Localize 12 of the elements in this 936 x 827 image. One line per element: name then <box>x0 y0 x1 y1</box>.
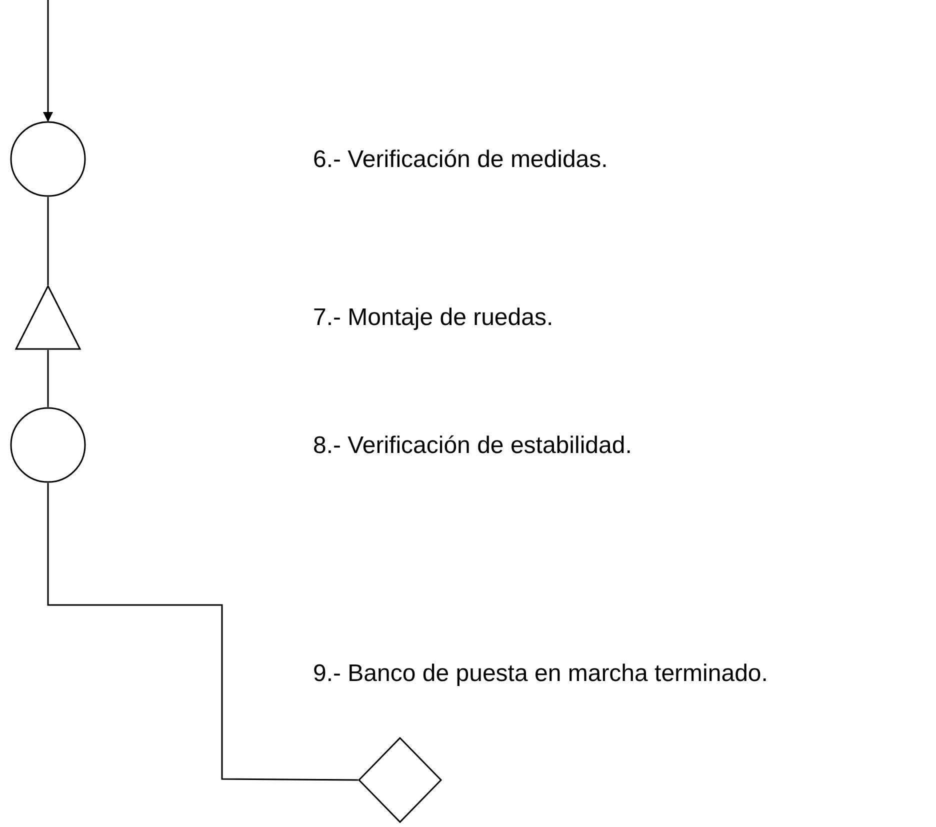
connector-line <box>47 350 49 407</box>
decision-diamond <box>358 737 442 823</box>
storage-triangle <box>15 285 81 350</box>
operation-circle <box>10 407 86 483</box>
connector-line <box>47 483 358 781</box>
step-description: 7.- Montaje de ruedas. <box>313 304 554 332</box>
step-description: 9.- Banco de puesta en marcha terminado. <box>313 660 768 688</box>
operation-circle <box>10 121 86 197</box>
step-description: 8.- Verificación de estabilidad. <box>313 432 632 460</box>
connector-line <box>47 197 49 285</box>
step-description: 6.- Verificación de medidas. <box>313 146 608 174</box>
arrow <box>43 0 53 122</box>
